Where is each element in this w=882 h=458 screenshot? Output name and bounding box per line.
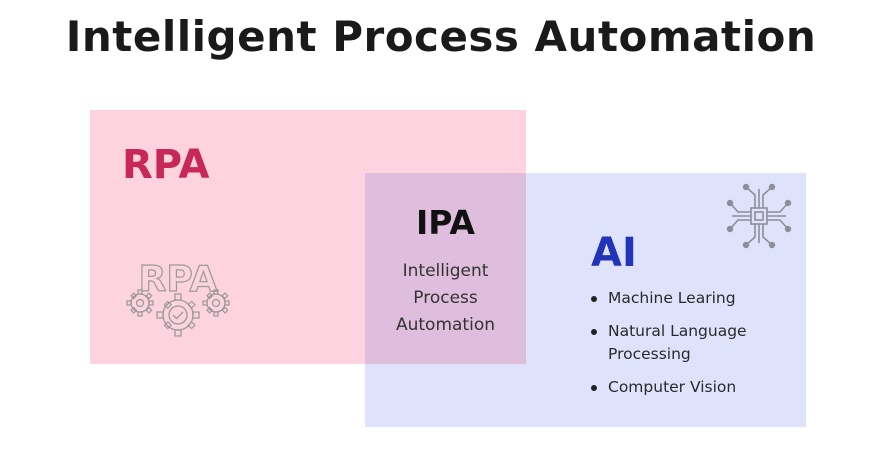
ipa-heading: IPA bbox=[416, 203, 475, 242]
ipa-desc-line: Process bbox=[413, 288, 478, 308]
list-item: Natural Language Processing bbox=[591, 320, 788, 366]
page-title: Intelligent Process Automation bbox=[65, 12, 817, 61]
bullet-icon bbox=[591, 296, 597, 302]
ipa-description: Intelligent Process Automation bbox=[365, 258, 526, 339]
list-item: Computer Vision bbox=[591, 376, 788, 399]
ai-item-label: Machine Learing bbox=[608, 289, 736, 307]
ai-capabilities-list: Machine Learing Natural Language Process… bbox=[591, 287, 788, 409]
bullet-icon bbox=[591, 329, 597, 335]
bullet-icon bbox=[591, 385, 597, 391]
ipa-overlap-region bbox=[365, 173, 526, 364]
circuit-chip-icon bbox=[726, 183, 792, 249]
rpa-heading: RPA bbox=[122, 142, 210, 188]
ipa-desc-line: Automation bbox=[395, 315, 495, 335]
ai-heading: AI bbox=[591, 230, 637, 276]
ai-item-label: Natural Language Processing bbox=[608, 322, 747, 363]
ai-item-label: Computer Vision bbox=[608, 378, 737, 396]
list-item: Machine Learing bbox=[591, 287, 788, 310]
ipa-desc-line: Intelligent bbox=[402, 261, 489, 281]
rpa-gears-check-icon: RPA bbox=[126, 258, 230, 337]
